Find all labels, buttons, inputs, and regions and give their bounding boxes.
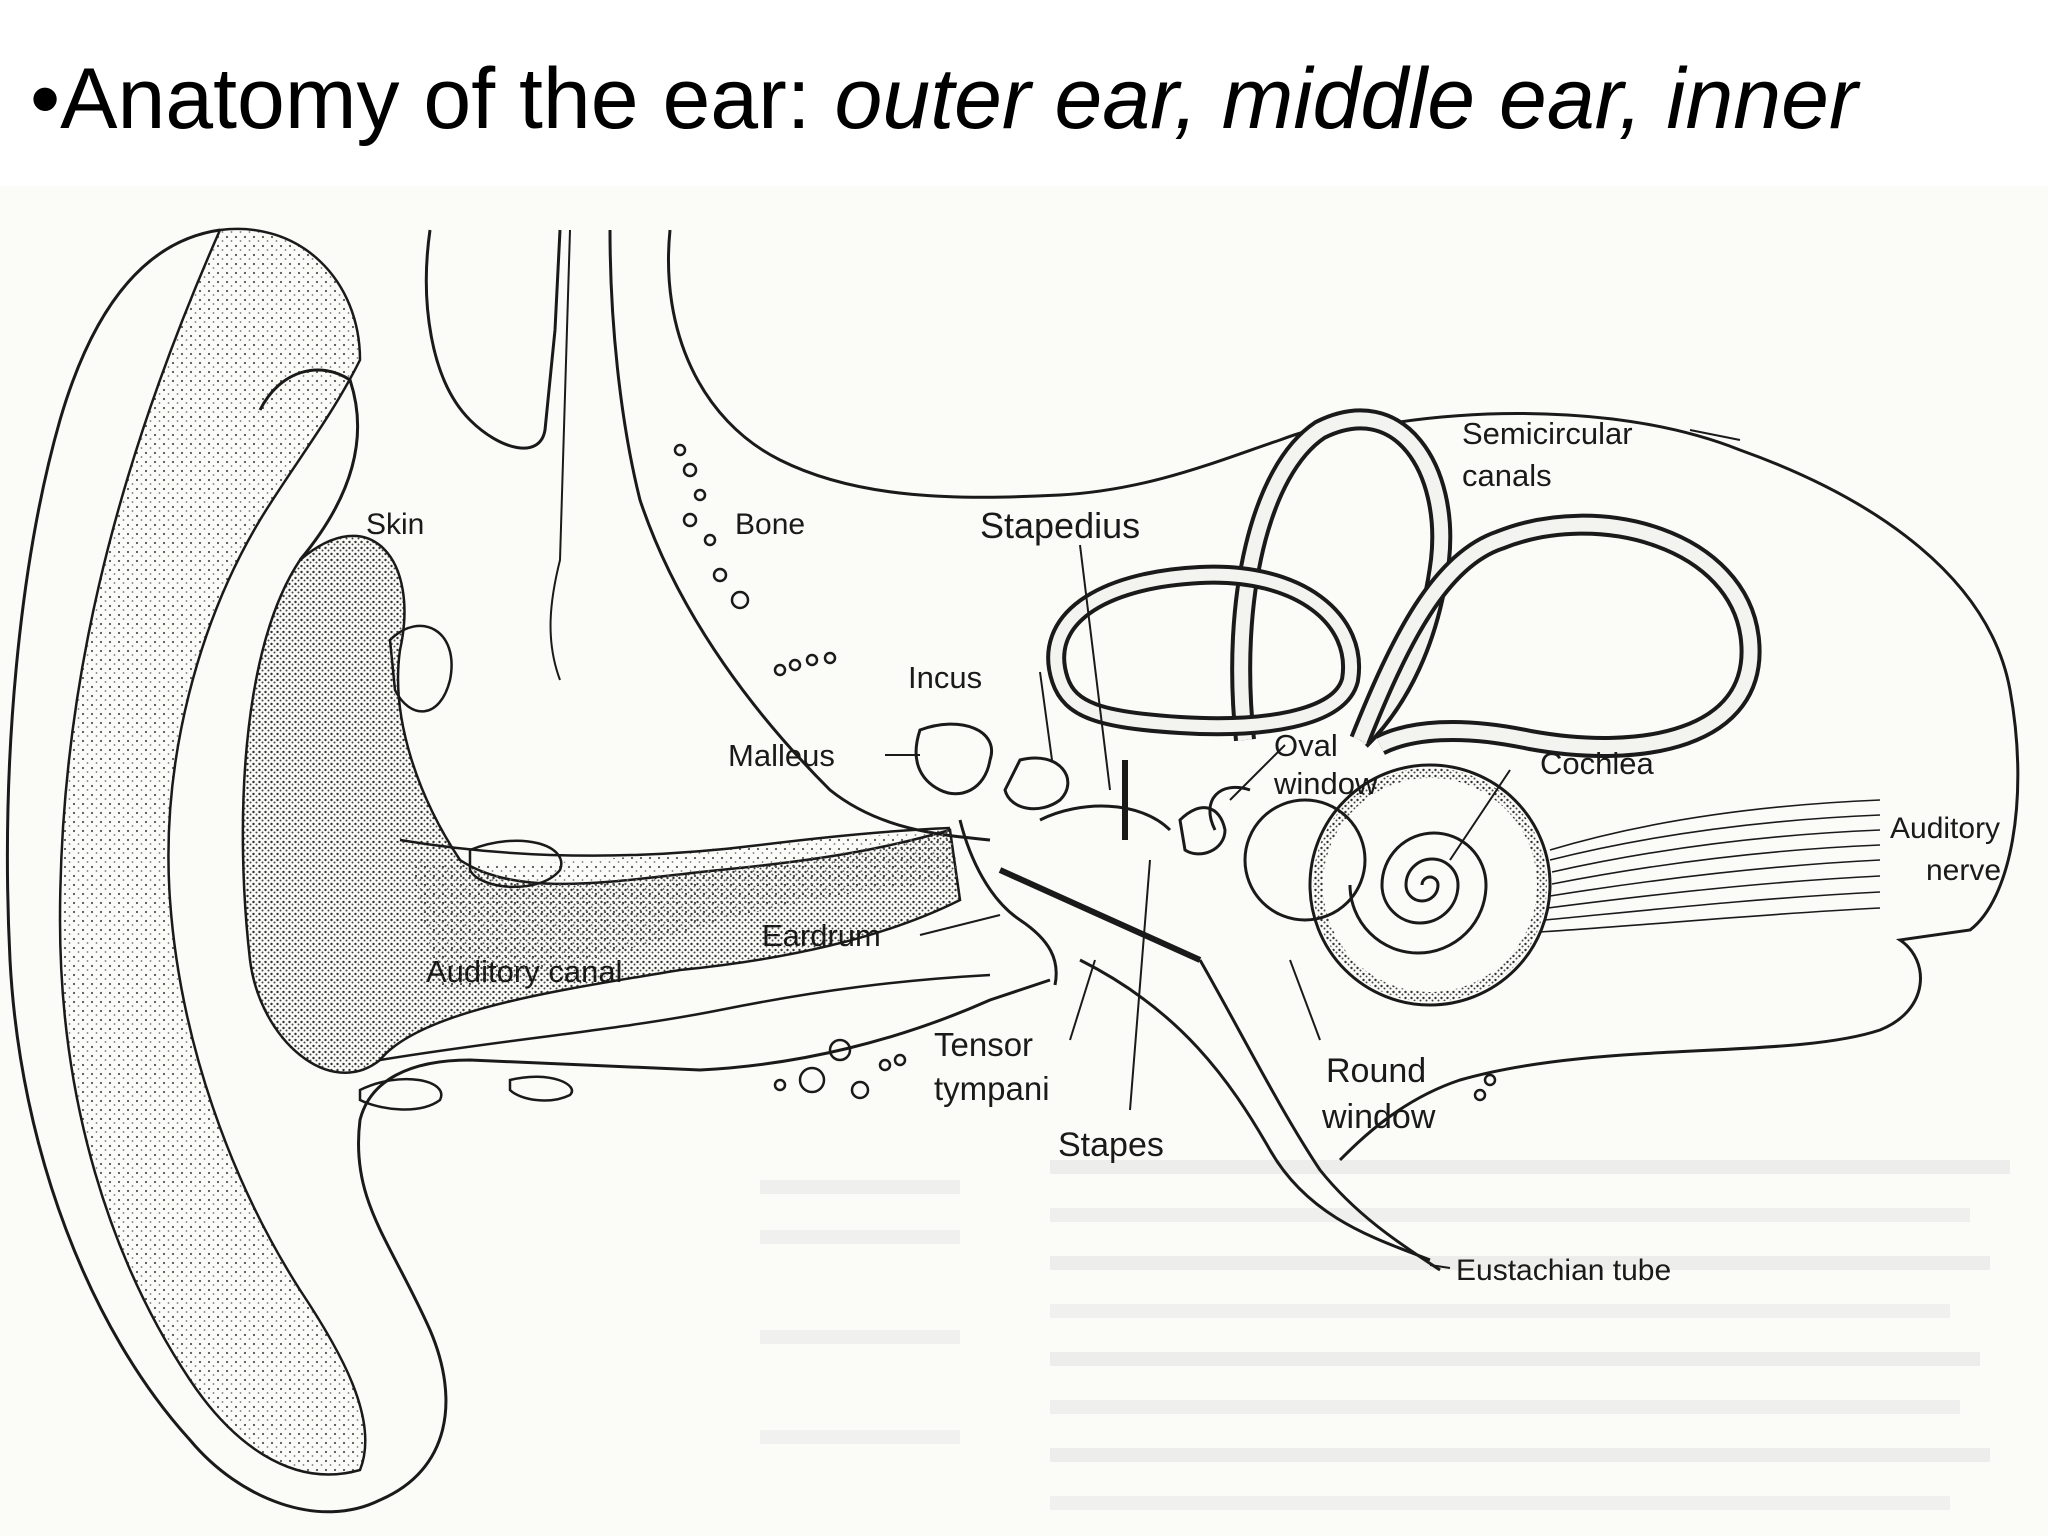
label-cochlea: Cochlea <box>1540 746 1654 781</box>
label-stapedius: Stapedius <box>980 505 1140 546</box>
diagram-labels: Skin Bone Stapedius Semicircular canals … <box>366 416 2001 1287</box>
helix-shaded <box>58 227 367 1476</box>
title-bullet: • <box>30 51 61 147</box>
skull-region <box>424 229 2020 1162</box>
label-oval-1: Oval <box>1274 728 1338 763</box>
leader-lines <box>885 429 1741 1269</box>
label-round-1: Round <box>1326 1052 1426 1090</box>
malleus-shape <box>914 722 994 796</box>
temporal-bone-outline <box>1338 412 2020 1162</box>
label-round-2: window <box>1321 1098 1436 1136</box>
slide-title: •Anatomy of the ear: outer ear, middle e… <box>30 46 1930 258</box>
title-parts: outer ear, middle ear, inner ear <box>30 51 1858 253</box>
label-eustachian-tube: Eustachian tube <box>1456 1254 1671 1287</box>
pinna-outline <box>5 228 1051 1514</box>
label-oval-2: window <box>1273 766 1378 801</box>
antihelix <box>258 368 360 561</box>
label-incus: Incus <box>908 660 982 695</box>
outer-ear <box>5 227 1051 1514</box>
incus-shape <box>1003 756 1070 811</box>
bone-blobs <box>358 443 1497 1111</box>
auditory-nerve-fibers <box>1539 799 1881 933</box>
label-auditory-canal: Auditory canal <box>426 954 622 989</box>
label-skin: Skin <box>366 508 424 541</box>
cochlea-shape <box>1208 763 1552 1007</box>
auditory-canal-shape <box>379 826 991 1062</box>
label-tensor-2: tympani <box>934 1070 1050 1107</box>
scan-bleed-through <box>760 1160 2010 1510</box>
concha-shaded <box>241 534 962 1074</box>
eustachian-tube-shape <box>1079 958 1441 1272</box>
ossicles <box>914 722 1227 986</box>
label-malleus: Malleus <box>728 738 835 773</box>
label-tensor-1: Tensor <box>934 1026 1033 1063</box>
label-semicircular-2: canals <box>1462 458 1552 493</box>
eardrum-shape <box>958 819 1058 986</box>
stapes-shape <box>1178 806 1227 856</box>
label-eardrum: Eardrum <box>762 918 881 953</box>
label-auditory-nerve-2: nerve <box>1926 854 2001 887</box>
title-lead: Anatomy of the ear: <box>60 51 835 147</box>
label-stapes: Stapes <box>1058 1126 1164 1164</box>
label-semicircular-1: Semicircular <box>1462 416 1633 451</box>
label-auditory-nerve-1: Auditory <box>1890 812 2000 845</box>
label-bone: Bone <box>735 508 805 541</box>
semicircular-canals-shape <box>1046 408 1762 758</box>
